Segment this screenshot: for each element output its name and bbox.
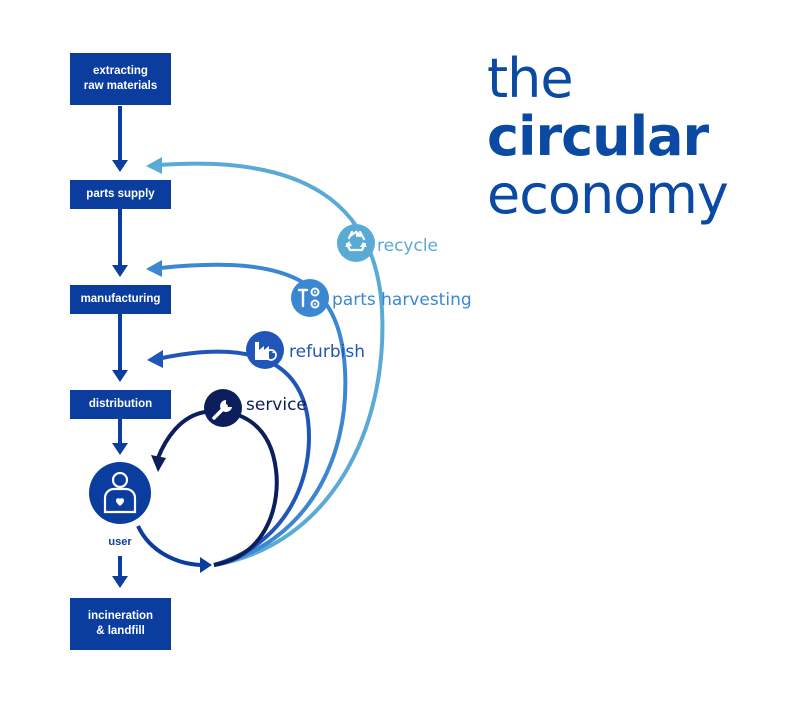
service-loop — [156, 409, 279, 567]
arrowhead — [146, 157, 162, 174]
refurbish-label: refurbish — [289, 342, 365, 362]
arrowhead — [112, 370, 128, 382]
arrowhead — [112, 265, 128, 277]
arrowhead — [146, 260, 162, 277]
arrowhead — [112, 576, 128, 588]
stage-manufacturing: manufacturing — [70, 285, 171, 314]
user-label: user — [108, 536, 132, 548]
recycle-label: recycle — [377, 236, 438, 256]
parts-harvesting-label: parts harvesting — [332, 290, 472, 310]
user-exit-arrow — [136, 525, 205, 567]
stage-incineration-landfill: incineration & landfill — [70, 598, 171, 650]
parts-harvesting-loop — [159, 262, 348, 567]
service-label: service — [246, 395, 307, 415]
stage-parts-supply: parts supply — [70, 180, 171, 209]
title-line-2: circular — [487, 105, 709, 168]
refurbish-loop — [161, 349, 311, 567]
title-line-1: the — [487, 47, 574, 110]
recycle-loop — [159, 161, 385, 567]
arrowhead — [151, 455, 166, 472]
stage-extracting-raw-materials: extracting raw materials — [70, 53, 171, 105]
title-line-3: economy — [487, 163, 729, 226]
arrowhead — [112, 160, 128, 172]
main-flow-arrows — [112, 106, 128, 588]
factory-refresh-icon — [246, 331, 284, 369]
arrowhead — [112, 443, 128, 455]
recycle-icon — [337, 224, 375, 262]
arrowhead — [200, 557, 212, 573]
arrowhead — [147, 350, 163, 368]
user-icon — [89, 462, 151, 524]
wrench-icon — [204, 389, 242, 427]
stage-distribution: distribution — [70, 390, 171, 419]
tools-gears-icon — [291, 279, 329, 317]
diagram-title: the circular economy — [487, 47, 729, 226]
